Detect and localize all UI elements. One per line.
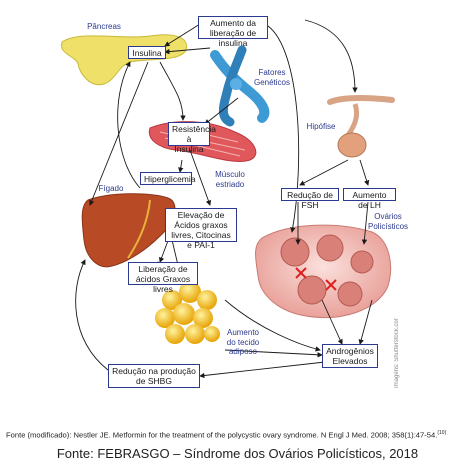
label-liver: Fígado	[98, 184, 124, 193]
box-fatty-acids-elevation: Elevação de Ácidos graxos livres, Citoci…	[165, 208, 237, 250]
pituitary-gland	[327, 95, 395, 158]
source-credit-ref: (10)	[437, 430, 447, 436]
box-fatty-acids-release: Liberação de ácidos Graxos livres	[128, 262, 198, 294]
polycystic-ovary	[255, 224, 392, 319]
diagram-illustration	[60, 19, 395, 379]
box-insulin-release-increase: Aumento da liberação de insulina	[198, 16, 268, 48]
box-fsh-reduction: Redução de FSH	[281, 188, 339, 210]
image-watermark: Imagens: Shutterstock.com	[394, 318, 400, 388]
adipose-tissue	[155, 281, 220, 344]
box-shbg-reduction: Redução na produção de SHBG	[108, 364, 200, 388]
box-insulin: Insulina	[128, 46, 166, 59]
figure-caption: Fonte: FEBRASGO – Síndrome dos Ovários P…	[56, 446, 419, 461]
label-polycystic-ovaries: Ovários Policísticos	[368, 212, 409, 231]
label-pancreas: Pâncreas	[87, 22, 121, 31]
pcos-pathophysiology-diagram: Aumento da liberação de insulina Insulin…	[60, 16, 409, 388]
box-hyperglycemia: Hiperglicemia	[140, 172, 196, 185]
box-insulin-resistance: Resistência à Insulina	[168, 122, 216, 154]
box-lh-increase: Aumento de LH	[343, 188, 396, 210]
source-credit-text: Fonte (modificado): Nestler JE. Metformi…	[6, 430, 438, 440]
source-credit: Fonte (modificado): Nestler JE. Metformi…	[6, 430, 446, 440]
arrow-layer	[75, 19, 373, 379]
label-pituitary: Hipófise	[306, 122, 336, 131]
label-striated-muscle: Músculo estriado	[215, 170, 245, 189]
liver-organ	[81, 193, 176, 268]
dna-chromosome	[210, 45, 270, 127]
label-genetic-factors: Fatores Genéticos	[253, 68, 291, 87]
label-adipose-increase: Aumento do tecido adiposo	[226, 328, 260, 356]
box-elevated-androgens: Androgênios Elevados	[322, 344, 378, 368]
